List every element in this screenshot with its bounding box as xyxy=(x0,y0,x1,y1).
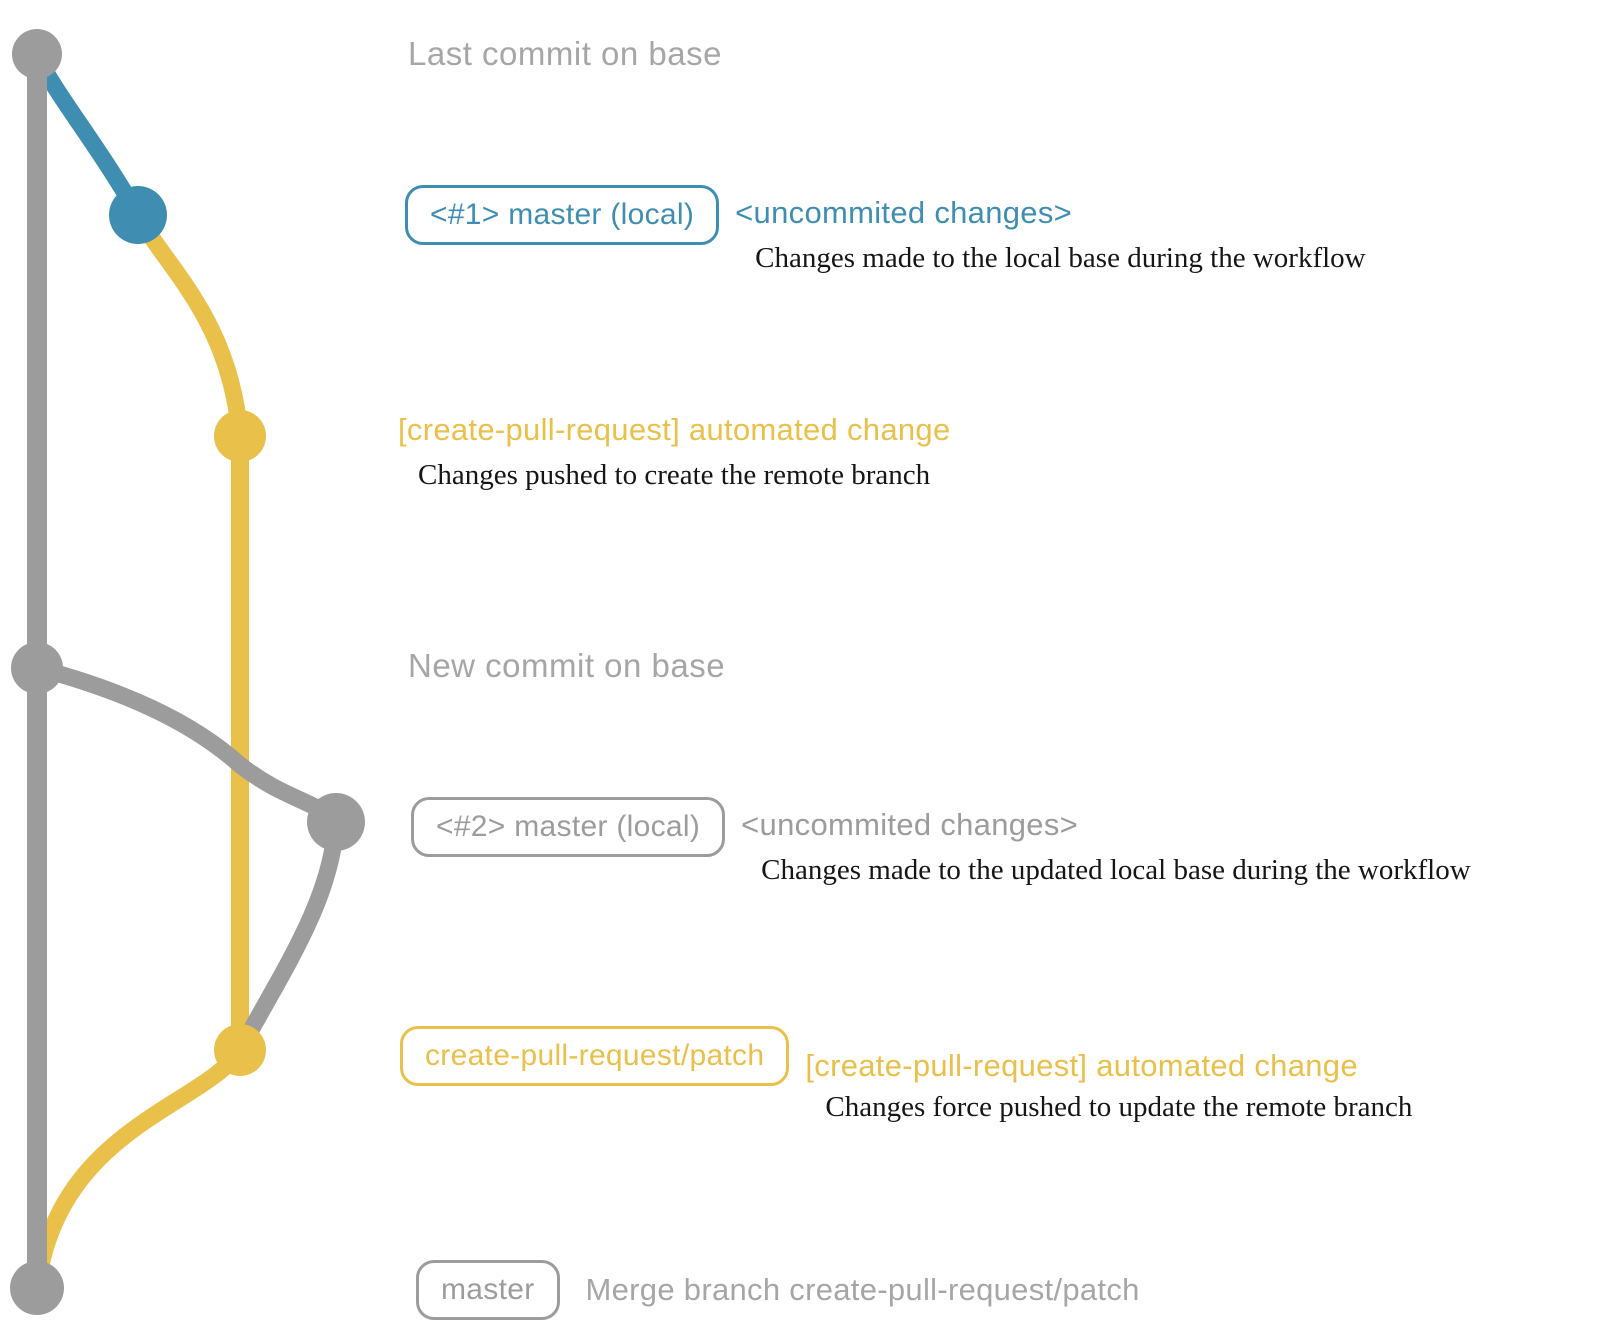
commit-dot-new-base xyxy=(11,642,63,694)
branch-badge-master-local-1: <#1> master (local) xyxy=(405,185,720,245)
remote-branch-fork-curve xyxy=(129,206,249,445)
caption-local-1: Changes made to the local base during th… xyxy=(755,242,1366,274)
caption-remote-2: Changes force pushed to update the remot… xyxy=(825,1091,1413,1123)
annotation-remote-2: [create-pull-request] automated change C… xyxy=(805,1026,1412,1124)
annotation-local-2: <uncommited changes> Changes made to the… xyxy=(741,797,1471,887)
local-branch-2-fork-curve xyxy=(29,659,345,831)
commit-dot-merge xyxy=(10,1261,64,1315)
remote-branch-merge-curve xyxy=(29,1041,249,1291)
annotation-remote-1: [create-pull-request] automated change C… xyxy=(398,412,951,492)
row-remote-commit-2: create-pull-request/patch [create-pull-r… xyxy=(400,1026,1412,1124)
commit-dot-last-base xyxy=(12,29,62,79)
commit-message-remote-1: [create-pull-request] automated change xyxy=(398,412,951,447)
heading-new-commit-on-base: New commit on base xyxy=(408,647,726,684)
annotation-local-1: <uncommited changes> Changes made to the… xyxy=(735,185,1365,275)
caption-local-2: Changes made to the updated local base d… xyxy=(761,854,1471,886)
row-remote-commit-1: [create-pull-request] automated change C… xyxy=(398,412,951,492)
row-local-commit-2: <#2> master (local) <uncommited changes>… xyxy=(411,797,1471,887)
commit-dot-local-2 xyxy=(307,793,365,851)
commit-dot-remote-2 xyxy=(214,1024,266,1076)
row-local-commit-1: <#1> master (local) <uncommited changes>… xyxy=(405,185,1366,275)
branch-badge-master: master xyxy=(416,1260,560,1320)
commit-message-remote-2: [create-pull-request] automated change xyxy=(805,1048,1358,1083)
heading-last-commit-on-base: Last commit on base xyxy=(408,35,722,72)
local-branch-2-rebase-curve xyxy=(231,813,345,1059)
row-merge-commit: master Merge branch create-pull-request/… xyxy=(416,1260,1140,1320)
branch-badge-create-pull-request-patch: create-pull-request/patch xyxy=(400,1026,790,1086)
branch-badge-master-local-2: <#2> master (local) xyxy=(411,797,726,857)
commit-message-local-1: <uncommited changes> xyxy=(735,195,1073,230)
caption-remote-1: Changes pushed to create the remote bran… xyxy=(418,459,931,491)
commit-dot-local-1 xyxy=(109,186,167,244)
commit-message-local-2: <uncommited changes> xyxy=(741,807,1079,842)
commit-message-merge: Merge branch create-pull-request/patch xyxy=(585,1272,1140,1307)
commit-dot-remote-1 xyxy=(214,410,266,462)
